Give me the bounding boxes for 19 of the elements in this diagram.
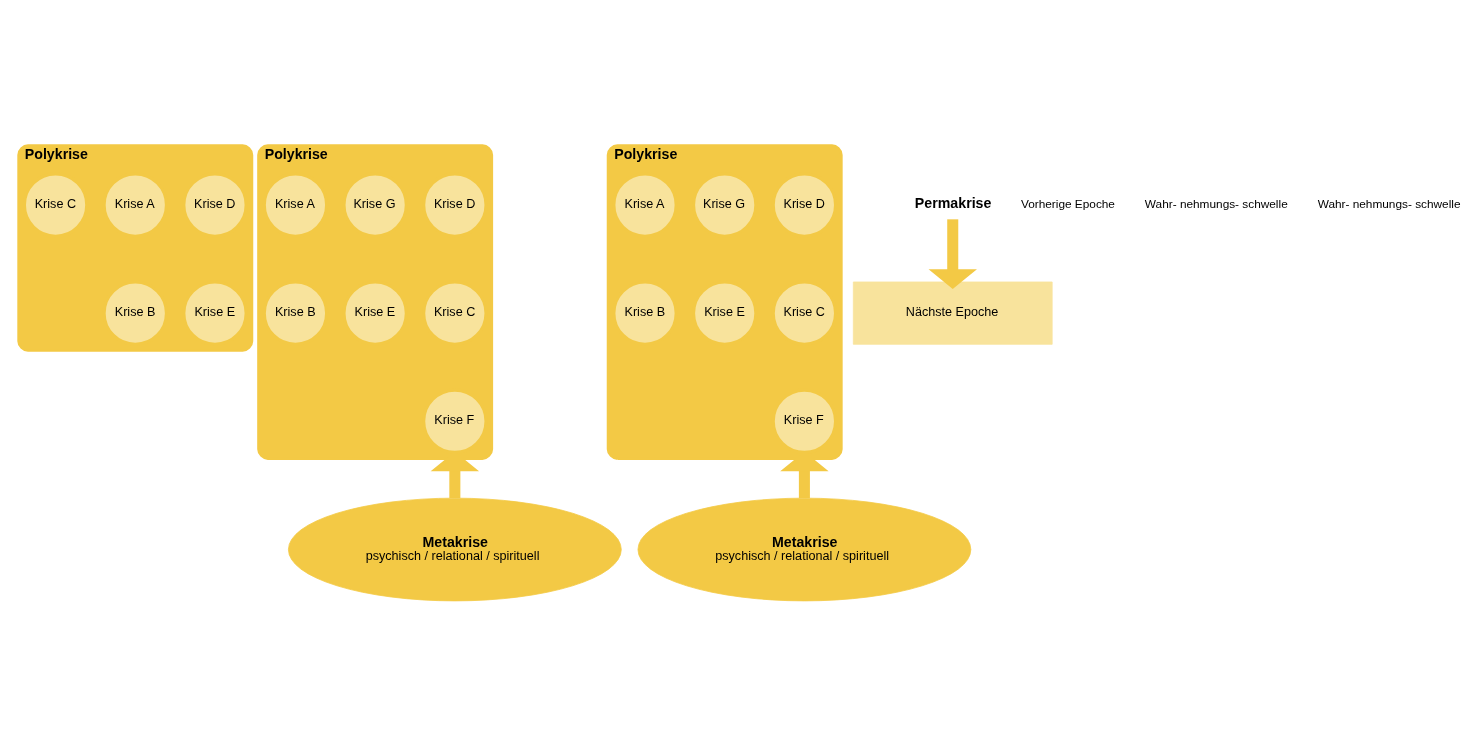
node-circle: Krise E	[182, 280, 248, 346]
node-circle: Krise A	[102, 172, 168, 238]
node-circle: Krise G	[342, 172, 408, 238]
label: Wahr- nehmungs- schwelle	[1144, 196, 1288, 211]
node-ellipse: Metakrise psychisch / relational / spirituell	[288, 497, 622, 602]
arrow	[928, 219, 977, 289]
label: Wahr- nehmungs- schwelle	[1317, 196, 1461, 211]
node-box: Nächste Epoche	[852, 281, 1053, 345]
node-circle: Krise F	[422, 388, 488, 454]
node-circle: Krise B	[612, 280, 678, 346]
node-circle: Krise D	[182, 172, 248, 238]
label: Vorherige Epoche	[1020, 196, 1115, 211]
node-circle: Krise D	[422, 172, 488, 238]
node-ellipse: Metakrise psychisch / relational / spirituell	[637, 497, 972, 602]
node-circle: Krise C	[422, 280, 488, 346]
node-circle: Krise A	[612, 172, 678, 238]
node-text: Permakrise	[914, 194, 992, 211]
node-circle: Krise B	[102, 280, 168, 346]
node-circle: Krise E	[342, 280, 408, 346]
